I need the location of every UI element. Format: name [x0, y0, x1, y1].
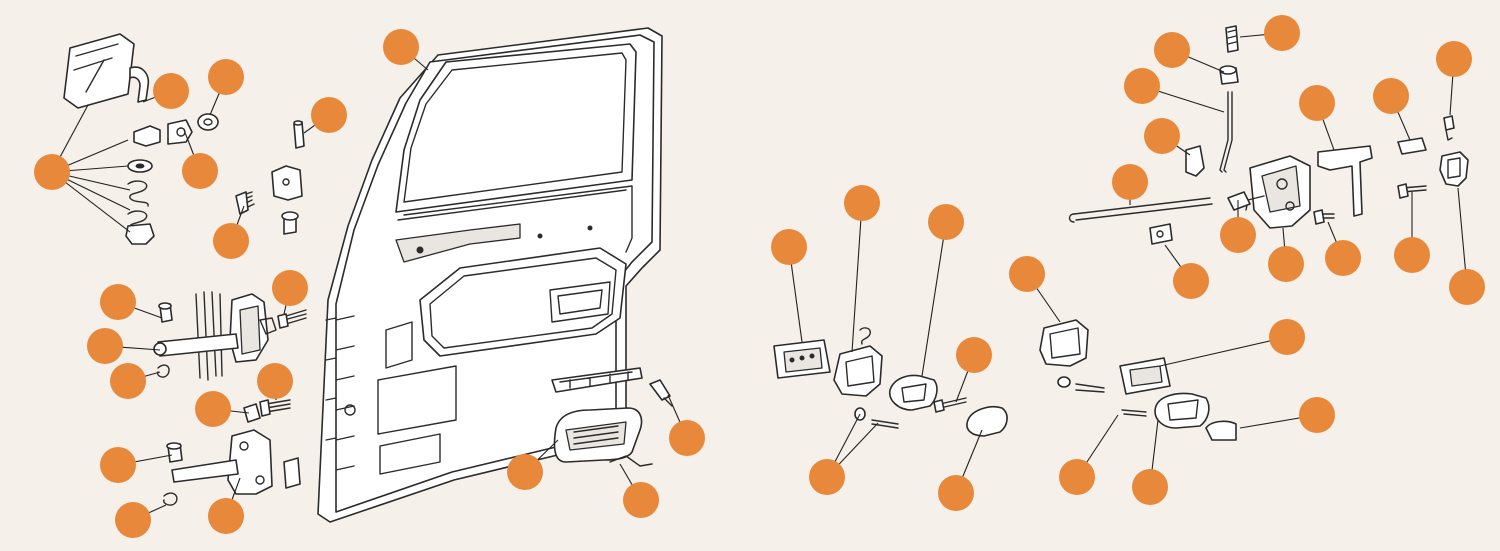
hotspot-interior-handle-left[interactable] [928, 204, 964, 240]
hotspot-upper-hinge-pin[interactable] [100, 284, 136, 320]
hotspot-interior-lever-right[interactable] [1009, 256, 1045, 292]
hotspot-remote-rod[interactable] [1112, 164, 1148, 200]
hotspot-striker[interactable] [1449, 269, 1485, 305]
hotspot-mirror-washer[interactable] [208, 59, 244, 95]
hotspot-handle-screw[interactable] [669, 420, 705, 456]
hotspot-striker-screw[interactable] [1436, 41, 1472, 77]
hotspot-lower-hinge-pin[interactable] [100, 447, 136, 483]
hotspot-hinge-bolt[interactable] [213, 223, 249, 259]
hotspot-latch-screw[interactable] [1325, 240, 1361, 276]
hotspot-hinge-spacer[interactable] [195, 391, 231, 427]
hotspot-interior-handle-right[interactable] [1132, 469, 1168, 505]
hotspot-striker-screw-lower[interactable] [1394, 237, 1430, 273]
callout-hotspots [34, 15, 1485, 538]
hotspot-interior-screw-left[interactable] [956, 337, 992, 373]
hotspot-interior-cap-left[interactable] [938, 475, 974, 511]
hotspot-hinge-pin[interactable] [311, 97, 347, 133]
hotspot-mirror-arm[interactable] [153, 73, 189, 109]
hotspot-striker-plate[interactable] [1299, 85, 1335, 121]
hotspot-lower-hinge-clip[interactable] [115, 502, 151, 538]
hotspot-door-latch[interactable] [1268, 246, 1304, 282]
hotspot-interior-screw-right[interactable] [1059, 459, 1095, 495]
hotspot-handle-surround[interactable] [507, 454, 543, 490]
hotspot-interior-washer-left[interactable] [809, 459, 845, 495]
interior-handle-right-assembly [1039, 319, 1237, 441]
hotspot-interior-cap-right[interactable] [1299, 397, 1335, 433]
hotspot-interior-bezel-left[interactable] [771, 229, 807, 265]
hotspot-rod-connector[interactable] [1220, 217, 1256, 253]
hotspot-lock-rod-clip[interactable] [1144, 118, 1180, 154]
hotspot-lower-hinge[interactable] [208, 498, 244, 534]
upper-hinge-parts [235, 120, 305, 235]
hotspot-check-strap-bolt[interactable] [272, 270, 308, 306]
hotspot-handle-spring[interactable] [623, 482, 659, 518]
exterior-handle-assembly [551, 367, 673, 467]
mirror-assembly [63, 33, 219, 245]
hotspot-interior-bezel-right[interactable] [1269, 319, 1305, 355]
latch-mechanism [1068, 25, 1469, 245]
interior-handle-left-assembly [773, 327, 1008, 437]
check-strap-assembly [153, 291, 307, 423]
hotspot-hinge-washer[interactable] [257, 363, 293, 399]
hotspot-latch-clip[interactable] [1173, 263, 1209, 299]
hotspot-lock-button[interactable] [1264, 15, 1300, 51]
leader-interior-handle-left [921, 221, 947, 377]
hotspot-hinge-clip[interactable] [110, 363, 146, 399]
hotspot-mirror-glass[interactable] [34, 154, 70, 190]
hotspot-check-strap[interactable] [87, 328, 123, 364]
leader-interior-bezel-right [1159, 336, 1288, 367]
hotspot-interior-lever-left[interactable] [844, 185, 880, 221]
door-shell [317, 27, 663, 523]
lower-hinge-assembly [163, 429, 301, 506]
hotspot-mirror-nut[interactable] [182, 153, 218, 189]
leader-interior-lever-left [851, 202, 863, 353]
hotspot-lock-rod[interactable] [1124, 68, 1160, 104]
hotspot-striker-shim[interactable] [1373, 78, 1409, 114]
hotspot-lock-grommet[interactable] [1154, 32, 1190, 68]
hotspot-window-frame[interactable] [383, 29, 419, 65]
